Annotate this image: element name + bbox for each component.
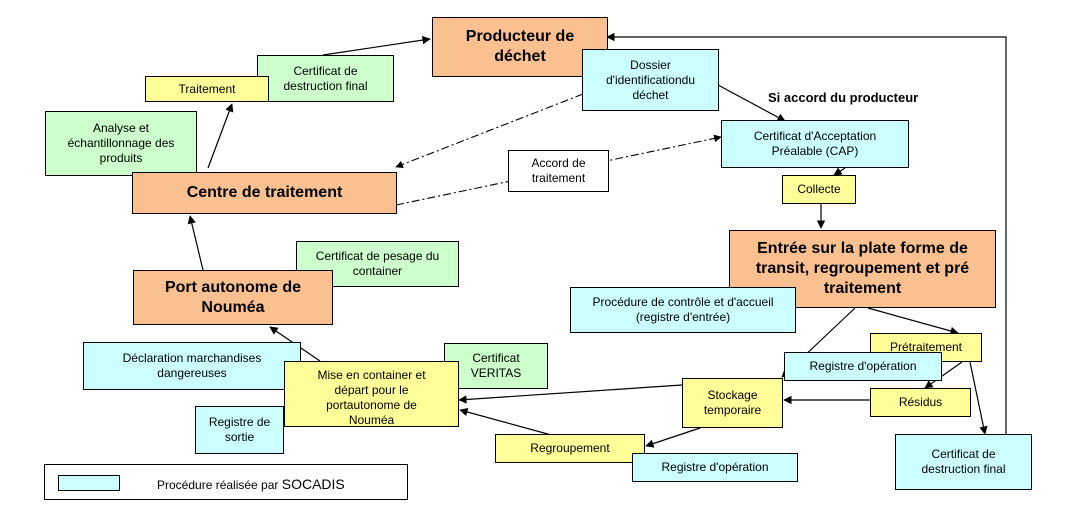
certificat-pesage-box: Certificat de pesage du container	[296, 241, 459, 287]
arrow-entree-to-pretraitement	[867, 307, 959, 336]
stockage-temporaire-box: Stockage temporaire	[682, 378, 783, 428]
legend-label: Procédure réalisée par	[157, 478, 282, 492]
regroupement-box: Regroupement	[495, 434, 645, 463]
dossier-identification-box: Dossier d'identificationdu déchet	[582, 49, 719, 111]
accord-traitement-box: Accord de traitement	[508, 150, 609, 192]
legend: Procédure réalisée par SOCADIS	[44, 464, 408, 500]
procedure-controle-box: Procédure de contrôle et d'accueil (regi…	[570, 287, 796, 333]
arrow-pretraitement-to-certificat	[969, 361, 988, 435]
arrow-stockage-to-regroupement	[645, 427, 701, 448]
arrow-certificat-to-producteur	[322, 35, 431, 56]
arrow-pretraitement-to-residus	[924, 361, 963, 389]
declaration-marchandises-box: Déclaration marchandises dangereuses	[83, 342, 301, 390]
collecte-box: Collecte	[782, 175, 856, 204]
arrow-port-to-centre	[187, 215, 204, 271]
registre-sortie-box: Registre de sortie	[195, 406, 284, 454]
arrow-dossier-to-centre	[395, 93, 584, 169]
cap-box: Certificat d'Acceptation Préalable (CAP)	[721, 120, 909, 168]
arrow-stockage-to-mise	[458, 384, 683, 404]
arrow-centre-to-traitement	[207, 103, 234, 169]
traitement-box: Traitement	[145, 76, 269, 102]
certificat-destruction-final-top-box: Certificat de destruction final	[257, 55, 394, 102]
legend-brand: SOCADIS	[281, 476, 345, 492]
analyse-echantillonnage-box: Analyse et échantillonnage des produits	[45, 111, 197, 176]
mise-container-box: Mise en container et départ pour le port…	[284, 361, 459, 427]
registre-operation-1-box: Registre d'opération	[784, 352, 942, 381]
producteur-box: Producteur de déchet	[432, 17, 608, 77]
certificat-destruction-final-bottom-box: Certificat de destruction final	[895, 434, 1032, 490]
legend-swatch	[58, 475, 120, 491]
registre-operation-2-box: Registre d'opération	[632, 453, 798, 482]
arrow-dossier-to-cap	[717, 84, 786, 122]
si-accord-label: Si accord du producteur	[768, 90, 919, 105]
certificat-veritas-box: Certificat VERITAS	[444, 343, 548, 389]
port-autonome-box: Port autonome de Nouméa	[133, 270, 333, 325]
arrow-regroupement-to-mise	[459, 407, 556, 437]
residus-box: Résidus	[870, 388, 971, 417]
arrow-cap-to-collecte	[833, 167, 846, 176]
legend-text: Procédure réalisée par SOCADIS	[157, 476, 345, 492]
centre-traitement-box: Centre de traitement	[132, 172, 397, 214]
arrow-certificat-to-producteur-loop	[606, 32, 1007, 434]
entree-plateforme-box: Entrée sur la plate forme de transit, re…	[729, 230, 996, 308]
